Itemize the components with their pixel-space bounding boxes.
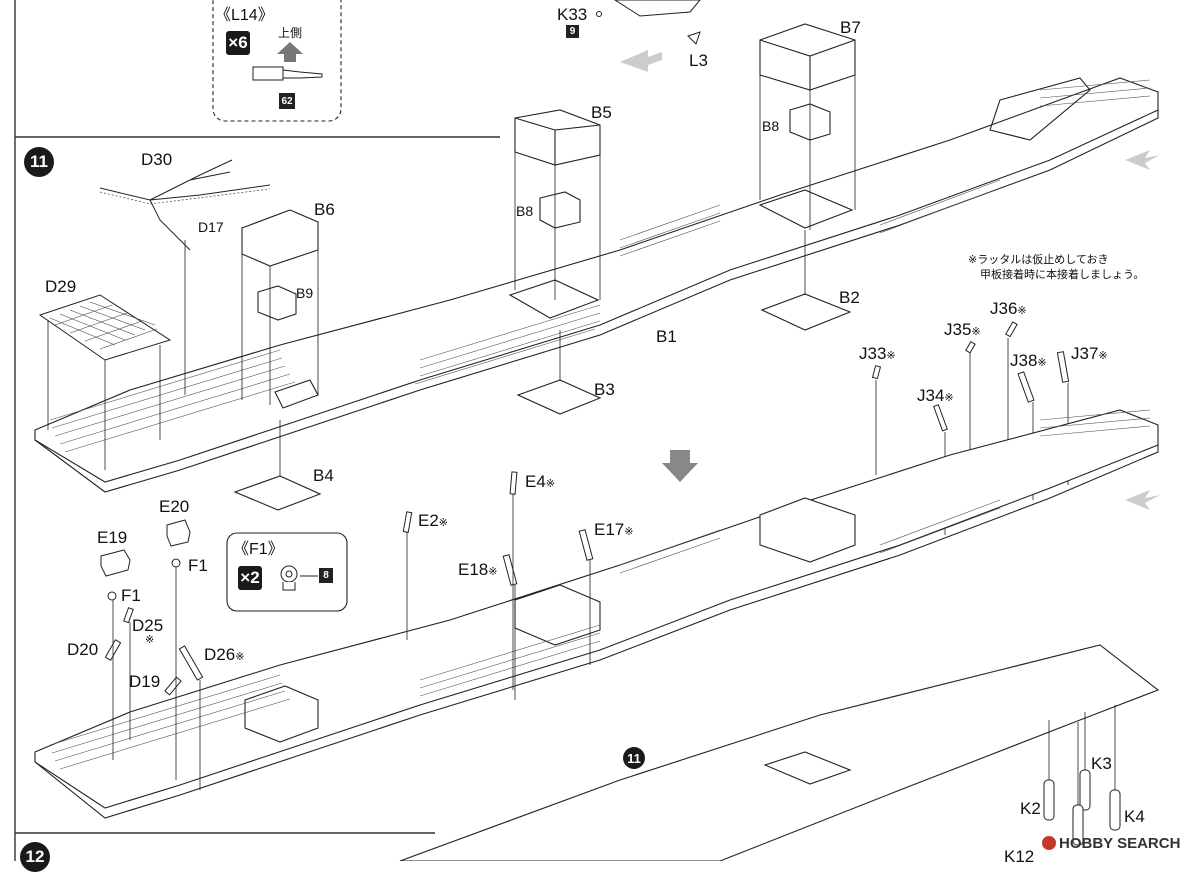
label-k4: K4 bbox=[1124, 807, 1145, 826]
part-b2 bbox=[760, 293, 852, 331]
step-number-12: 12 bbox=[20, 842, 50, 872]
side-label: 上側 bbox=[278, 26, 303, 40]
watermark-logo-icon bbox=[1042, 836, 1056, 850]
callout-l14-box bbox=[212, 0, 342, 122]
label-e20: E20 bbox=[159, 497, 190, 516]
deck-upper bbox=[34, 77, 1159, 483]
part-d26 bbox=[178, 645, 204, 681]
callout-f1-box bbox=[226, 532, 348, 612]
label-f1-right: F1 bbox=[188, 556, 208, 575]
arrow-icon bbox=[1125, 490, 1160, 510]
part-b4 bbox=[233, 475, 322, 511]
label-j37: J37※ bbox=[1071, 344, 1108, 363]
up-arrow-icon bbox=[277, 42, 303, 62]
label-b8-left: B8 bbox=[516, 203, 534, 219]
label-j34: J34※ bbox=[917, 386, 954, 405]
label-b5: B5 bbox=[591, 103, 612, 122]
part-e4 bbox=[509, 471, 518, 495]
arrow-icon bbox=[1125, 150, 1160, 170]
part-j37 bbox=[1056, 351, 1070, 383]
part-e18 bbox=[502, 554, 518, 586]
label-d26: D26※ bbox=[204, 645, 245, 664]
label-j33: J33※ bbox=[859, 344, 896, 363]
label-d17: D17 bbox=[198, 219, 224, 235]
label-b7: B7 bbox=[840, 18, 861, 37]
part-f1-left bbox=[107, 591, 117, 601]
label-f1-left: F1 bbox=[121, 586, 141, 605]
part-j33 bbox=[871, 365, 882, 380]
part-d29 bbox=[38, 294, 172, 361]
label-b9: B9 bbox=[296, 285, 314, 301]
label-b6: B6 bbox=[314, 200, 335, 219]
panel-border bbox=[14, 0, 500, 861]
part-j34 bbox=[933, 404, 948, 432]
part-k4 bbox=[1109, 789, 1121, 831]
label-j35: J35※ bbox=[944, 320, 981, 339]
label-k33: K33 bbox=[557, 5, 588, 24]
part-e20 bbox=[166, 519, 191, 547]
multiplier-badge: ×6 bbox=[226, 31, 250, 55]
part-ref-badge: 9 bbox=[566, 25, 579, 38]
label-k12: K12 bbox=[1004, 847, 1035, 866]
hull-bottom bbox=[399, 644, 1160, 861]
label-k2: K2 bbox=[1020, 799, 1041, 818]
part-j36 bbox=[1005, 321, 1018, 338]
part-j35 bbox=[965, 340, 976, 354]
part-e19 bbox=[100, 549, 131, 577]
label-e4: E4※ bbox=[525, 472, 556, 491]
label-d25: D25 bbox=[132, 616, 164, 635]
part-d30 bbox=[99, 159, 271, 251]
label-e17: E17※ bbox=[594, 520, 634, 539]
callout-l14-title: 《L14》 bbox=[215, 7, 274, 24]
part-l3 bbox=[687, 31, 701, 45]
part-b9 bbox=[257, 285, 297, 321]
label-d30: D30 bbox=[141, 150, 173, 169]
part-e2 bbox=[402, 511, 413, 533]
ladder-note: ※ラッタルは仮止めしておき 甲板接着時に本接着しましょう。 bbox=[968, 253, 1145, 281]
callout-f1-title: 《F1》 bbox=[233, 541, 284, 558]
step-number-11: 11 bbox=[24, 147, 54, 177]
label-b2: B2 bbox=[839, 288, 860, 307]
label-k3: K3 bbox=[1091, 754, 1112, 773]
part-d25 bbox=[123, 607, 134, 624]
label-j38: J38※ bbox=[1010, 351, 1047, 370]
label-b3: B3 bbox=[594, 380, 615, 399]
label-e18: E18※ bbox=[458, 560, 498, 579]
part-e17 bbox=[578, 529, 594, 561]
part-ref-badge: 8 bbox=[319, 568, 333, 583]
label-l3: L3 bbox=[689, 51, 708, 70]
part-d19 bbox=[164, 676, 182, 696]
label-d19: D19 bbox=[129, 672, 161, 691]
part-b5 bbox=[514, 109, 601, 166]
part-k33 bbox=[596, 11, 602, 17]
part-k3 bbox=[1079, 769, 1091, 811]
part-b3 bbox=[516, 379, 602, 415]
label-e2: E2※ bbox=[418, 511, 449, 530]
step-ref-11: 11 bbox=[623, 747, 645, 769]
watermark: HOBBY SEARCH bbox=[1042, 835, 1180, 852]
label-d29: D29 bbox=[45, 277, 77, 296]
part-ref-badge: 62 bbox=[279, 93, 295, 109]
down-arrow-icon bbox=[662, 450, 698, 482]
label-b1: B1 bbox=[656, 327, 677, 346]
part-k2 bbox=[1043, 779, 1055, 821]
label-j36: J36※ bbox=[990, 299, 1027, 318]
part-j38 bbox=[1017, 371, 1035, 403]
arrow-icon bbox=[620, 50, 662, 72]
part-b8-upper bbox=[539, 191, 581, 229]
label-b8-right: B8 bbox=[762, 118, 780, 134]
label-d20: D20 bbox=[67, 640, 99, 659]
asterisk-d25: ※ bbox=[145, 634, 155, 646]
label-b4: B4 bbox=[313, 466, 334, 485]
label-e19: E19 bbox=[97, 528, 128, 547]
part-b6 bbox=[241, 209, 319, 267]
part-f1-right bbox=[171, 558, 181, 568]
multiplier-badge: ×2 bbox=[238, 566, 262, 590]
